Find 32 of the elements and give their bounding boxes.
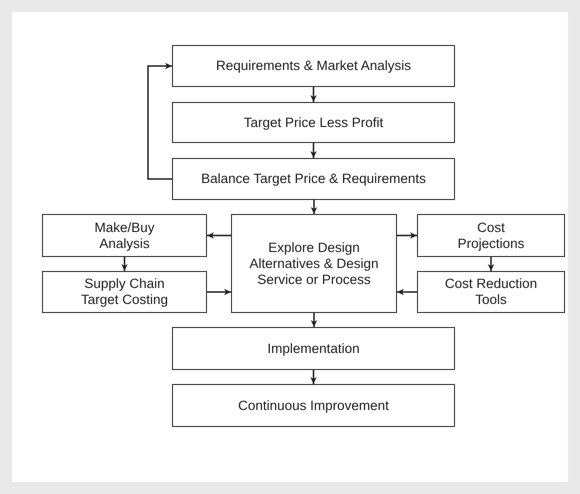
- arrow: [310, 370, 317, 384]
- process-box: [417, 271, 565, 313]
- arrow: [310, 200, 318, 214]
- arrow: [310, 313, 318, 327]
- process-box: [172, 45, 455, 87]
- box-label: Continuous Improvement: [238, 398, 389, 414]
- box-label: Implementation: [267, 340, 360, 356]
- box-label: Cost Reduction Tools: [444, 276, 538, 308]
- arrow: [397, 232, 417, 239]
- process-box: [231, 214, 397, 313]
- box-label: Explore Design Alternatives & Design Service or Process: [248, 240, 380, 288]
- process-box: [172, 384, 455, 427]
- box-label: Cost Projections: [456, 220, 526, 252]
- process-box: [42, 214, 207, 257]
- arrow: [121, 257, 128, 271]
- process-box: [172, 102, 455, 143]
- process-box: [417, 214, 565, 257]
- arrow: [488, 257, 494, 271]
- process-box: [172, 327, 455, 370]
- process-box: [42, 271, 207, 313]
- arrow: [147, 62, 172, 180]
- box-label: Target Price Less Profit: [244, 114, 384, 130]
- box-label: Balance Target Price & Requirements: [201, 171, 426, 187]
- process-box: [172, 158, 455, 200]
- box-label: Requirements & Market Analysis: [216, 58, 412, 74]
- box-label: Supply Chain Target Costing: [80, 276, 170, 308]
- arrow: [207, 232, 231, 239]
- box-label: Make/Buy Analysis: [93, 220, 156, 252]
- arrow: [397, 288, 417, 296]
- arrow: [310, 143, 317, 158]
- arrow: [310, 87, 317, 102]
- arrow: [207, 288, 231, 296]
